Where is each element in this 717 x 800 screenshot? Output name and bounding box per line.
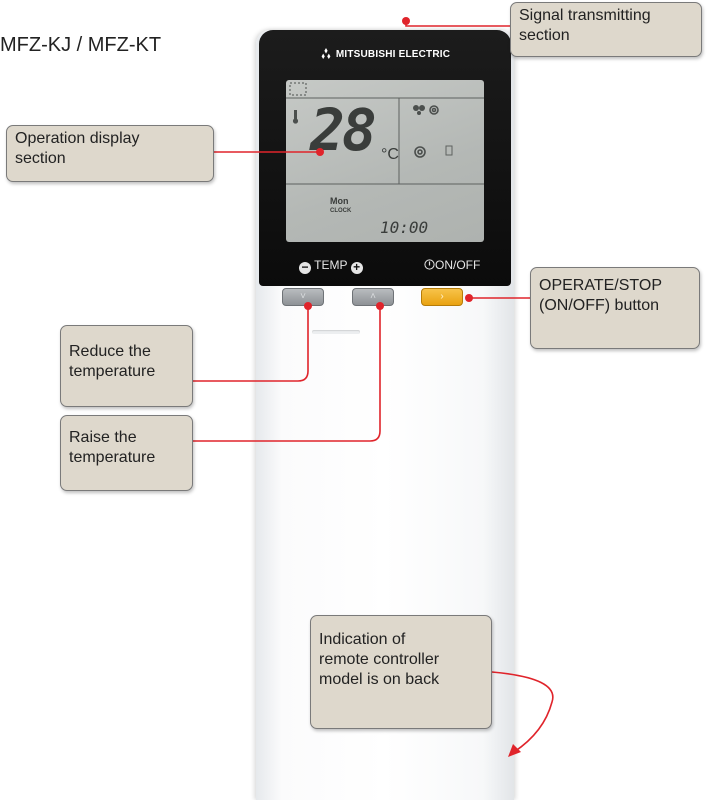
onoff-label: ON/OFF [424,258,480,272]
button-labels: − TEMP + ON/OFF [259,258,511,278]
callout-operation-display: Operation display section [6,125,214,182]
onoff-button[interactable]: › [421,288,463,306]
remote-front-panel: MITSUBISHI ELECTRIC [259,30,511,286]
callout-operate-stop: OPERATE/STOP (ON/OFF) button [530,267,700,349]
dot-reduce [304,302,312,310]
lcd-temperature-unit: °C [381,146,399,163]
vane-icon [445,145,453,156]
temp-up-button[interactable]: ˄ [352,288,394,306]
chevron-up-icon: ˄ [370,291,376,302]
fan-speed-icon [413,105,425,115]
temp-down-button[interactable]: ˅ [282,288,324,306]
leader-reduce [193,307,309,382]
thermometer-icon [292,110,299,124]
model-title: MFZ-KJ / MFZ-KT [0,34,162,56]
swirl-icon-top [429,105,439,115]
onoff-label-text: ON/OFF [435,258,481,272]
dot-operate [465,294,473,302]
brand-text: MITSUBISHI ELECTRIC [335,49,451,60]
temp-label: − TEMP + [299,258,363,274]
leader-raise [193,307,381,442]
swirl-icon-middle [414,146,426,158]
chevron-right-icon: › [440,291,444,302]
power-icon [424,259,435,270]
leader-signal [405,22,510,27]
lcd-time: 10:00 [380,218,429,237]
callout-reduce-temperature: Reduce the temperature [60,325,193,407]
lcd-segments [286,82,484,185]
callout-signal-transmitting: Signal transmitting section [510,2,702,57]
lcd-clock-label: CLOCK [330,208,352,214]
dot-raise [376,302,384,310]
lcd-day: Mon [330,196,349,206]
temp-label-text: TEMP [314,258,348,272]
lcd-display: 28 °C Mon CLOCK 10:00 [286,80,484,242]
dot-display [316,148,324,156]
dot-signal [402,17,410,25]
button-row: ˅ ˄ › [256,288,514,310]
leader-model [491,671,554,753]
chevron-down-icon: ˅ [300,291,306,302]
mode-frame-icon [289,82,307,96]
arrowhead-model [508,744,521,757]
callout-model-indication: Indication of remote controller model is… [310,615,492,729]
cover-slit [312,330,360,334]
mitsubishi-diamonds-icon [321,48,331,59]
callout-raise-temperature: Raise the temperature [60,415,193,491]
minus-icon: − [299,261,311,274]
brand-logo: MITSUBISHI ELECTRIC [259,48,511,60]
plus-icon: + [350,261,363,274]
